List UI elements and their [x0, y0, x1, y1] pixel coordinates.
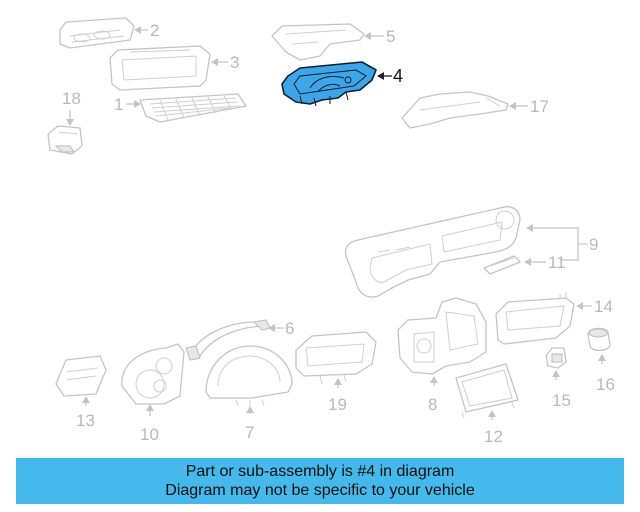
callout-10: 10 — [140, 404, 159, 444]
part-5[interactable] — [271, 23, 365, 61]
part-11[interactable] — [483, 255, 521, 275]
part-19[interactable] — [295, 331, 377, 385]
callout-14: 14 — [576, 297, 613, 316]
part-14[interactable] — [495, 292, 575, 345]
callout-3-label: 3 — [230, 53, 239, 72]
callout-1-label: 1 — [114, 95, 123, 114]
callout-5-label: 5 — [386, 27, 395, 46]
callout-3: 3 — [211, 53, 239, 72]
parts-diagram: 2 3 1 5 4 — [47, 17, 615, 446]
part-15[interactable] — [545, 347, 567, 369]
callout-11-label: 11 — [548, 253, 566, 272]
callout-18-label: 18 — [62, 89, 81, 108]
callout-15-label: 15 — [552, 391, 571, 410]
callout-14-label: 14 — [594, 297, 613, 316]
callout-4: 4 — [377, 66, 403, 86]
callout-8-label: 8 — [428, 395, 437, 414]
part-7[interactable] — [205, 345, 293, 407]
part-2[interactable] — [59, 17, 135, 49]
callout-10-label: 10 — [140, 425, 159, 444]
part-8[interactable] — [397, 297, 487, 375]
part-18[interactable] — [47, 125, 83, 155]
callout-17-label: 17 — [530, 97, 549, 116]
info-banner: Part or sub-assembly is #4 in diagram Di… — [16, 458, 624, 504]
callout-19-label: 19 — [328, 395, 347, 414]
callout-7-label: 7 — [245, 423, 254, 442]
callout-9: 9 — [526, 224, 598, 261]
callout-2-label: 2 — [150, 21, 159, 40]
callout-13-label: 13 — [76, 411, 95, 430]
callout-12-label: 12 — [484, 427, 503, 446]
callout-7: 7 — [245, 406, 254, 442]
callout-1: 1 — [114, 95, 141, 114]
callout-4-label: 4 — [393, 66, 403, 86]
callout-6: 6 — [268, 319, 294, 338]
part-17[interactable] — [401, 91, 509, 129]
part-13[interactable] — [55, 355, 107, 397]
part-10[interactable] — [121, 343, 185, 405]
callout-12: 12 — [484, 410, 503, 446]
callout-8: 8 — [428, 376, 438, 414]
callout-9-label: 9 — [589, 235, 598, 254]
banner-line-1: Part or sub-assembly is #4 in diagram — [185, 463, 455, 480]
banner-line-2: Diagram may not be specific to your vehi… — [165, 482, 475, 499]
callout-17: 17 — [509, 97, 549, 116]
callout-18: 18 — [62, 89, 81, 126]
callout-15: 15 — [552, 370, 571, 410]
callout-6-label: 6 — [285, 319, 294, 338]
callout-13: 13 — [76, 396, 95, 430]
part-12[interactable] — [455, 363, 519, 419]
part-3[interactable] — [109, 45, 211, 91]
callout-2: 2 — [134, 21, 159, 40]
callout-11: 11 — [524, 253, 566, 272]
callout-5: 5 — [364, 27, 395, 46]
callout-16-label: 16 — [596, 375, 615, 394]
callout-16: 16 — [596, 354, 615, 394]
callout-19: 19 — [328, 378, 347, 414]
part-9[interactable] — [344, 206, 521, 298]
part-4[interactable] — [281, 61, 377, 107]
part-16[interactable] — [587, 327, 611, 352]
part-1[interactable] — [139, 93, 247, 123]
